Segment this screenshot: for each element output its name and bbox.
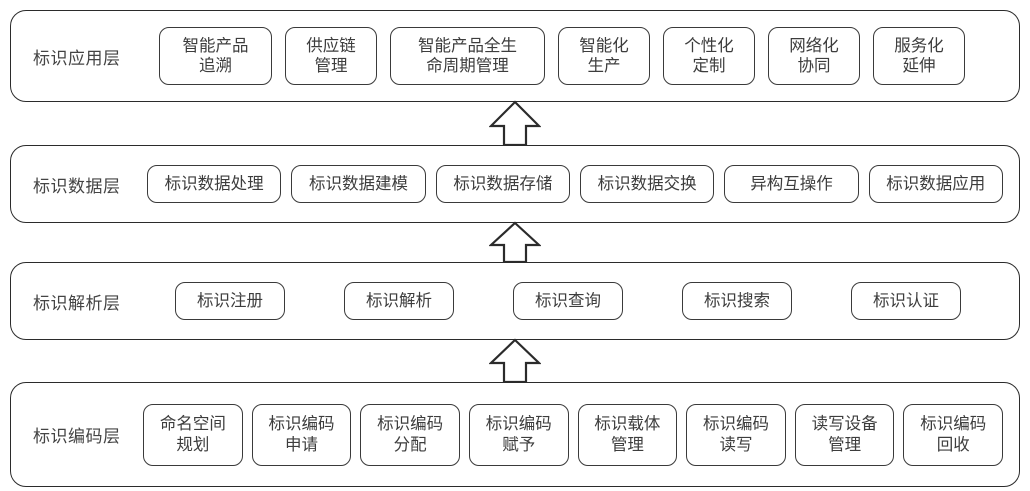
node-identifier-registration[interactable]: 标识注册 — [175, 282, 285, 320]
layer-coding-nodes: 命名空间 规划 标识编码 申请 标识编码 分配 标识编码 赋予 标识载体 管理 … — [143, 383, 1003, 486]
node-intelligent-product-traceability[interactable]: 智能产品 追溯 — [159, 27, 272, 85]
node-identifier-resolution[interactable]: 标识解析 — [344, 282, 454, 320]
node-identifier-carrier-management[interactable]: 标识载体 管理 — [577, 403, 678, 466]
node-identifier-data-modeling[interactable]: 标识数据建模 — [291, 165, 426, 203]
node-identifier-data-application[interactable]: 标识数据应用 — [868, 165, 1003, 203]
layer-coding: 标识编码层 命名空间 规划 标识编码 申请 标识编码 分配 标识编码 赋予 标识… — [10, 382, 1020, 487]
node-heterogeneous-interoperation[interactable]: 异构互操作 — [724, 165, 859, 203]
node-identifier-data-processing[interactable]: 标识数据处理 — [147, 165, 282, 203]
node-namespace-planning[interactable]: 命名空间 规划 — [143, 403, 243, 466]
layer-application: 标识应用层 智能产品 追溯 供应链 管理 智能产品全生 命周期管理 智能化 生产… — [10, 10, 1020, 102]
node-service-extension[interactable]: 服务化 延伸 — [873, 27, 965, 85]
up-arrow-icon-coding-to-resolution — [489, 338, 541, 383]
layer-data-nodes: 标识数据处理 标识数据建模 标识数据存储 标识数据交换 异构互操作 标识数据应用 — [143, 146, 1003, 222]
layer-label-application: 标识应用层 — [33, 48, 121, 68]
up-arrow-icon-data-to-application — [489, 100, 541, 146]
node-identifier-data-storage[interactable]: 标识数据存储 — [435, 165, 570, 203]
node-identifier-query[interactable]: 标识查询 — [513, 282, 623, 320]
layer-label-data: 标识数据层 — [33, 176, 121, 196]
node-identifier-code-recycling[interactable]: 标识编码 回收 — [903, 403, 1003, 466]
node-reader-device-management[interactable]: 读写设备 管理 — [794, 403, 895, 466]
node-identifier-code-application[interactable]: 标识编码 申请 — [251, 403, 352, 466]
node-personalized-customization[interactable]: 个性化 定制 — [663, 27, 755, 85]
layer-data: 标识数据层 标识数据处理 标识数据建模 标识数据存储 标识数据交换 异构互操作 … — [10, 145, 1020, 223]
node-identifier-code-allocation[interactable]: 标识编码 分配 — [360, 403, 460, 466]
node-product-lifecycle-management[interactable]: 智能产品全生 命周期管理 — [390, 27, 545, 85]
layer-resolution: 标识解析层 标识注册 标识解析 标识查询 标识搜索 标识认证 — [10, 262, 1020, 340]
node-identifier-code-assignment[interactable]: 标识编码 赋予 — [468, 403, 569, 466]
layer-application-nodes: 智能产品 追溯 供应链 管理 智能产品全生 命周期管理 智能化 生产 个性化 定… — [151, 11, 1003, 101]
layer-label-resolution: 标识解析层 — [33, 293, 121, 313]
layer-resolution-nodes: 标识注册 标识解析 标识查询 标识搜索 标识认证 — [143, 263, 1003, 339]
node-networked-collaboration[interactable]: 网络化 协同 — [768, 27, 860, 85]
node-intelligent-production[interactable]: 智能化 生产 — [558, 27, 650, 85]
layer-label-coding: 标识编码层 — [33, 427, 121, 446]
node-supply-chain-management[interactable]: 供应链 管理 — [285, 27, 377, 85]
up-arrow-icon-resolution-to-data — [489, 221, 541, 263]
node-identifier-code-read-write[interactable]: 标识编码 读写 — [686, 403, 786, 466]
node-identifier-data-exchange[interactable]: 标识数据交换 — [579, 165, 715, 203]
node-identifier-search[interactable]: 标识搜索 — [682, 282, 792, 320]
node-identifier-authentication[interactable]: 标识认证 — [851, 282, 961, 320]
